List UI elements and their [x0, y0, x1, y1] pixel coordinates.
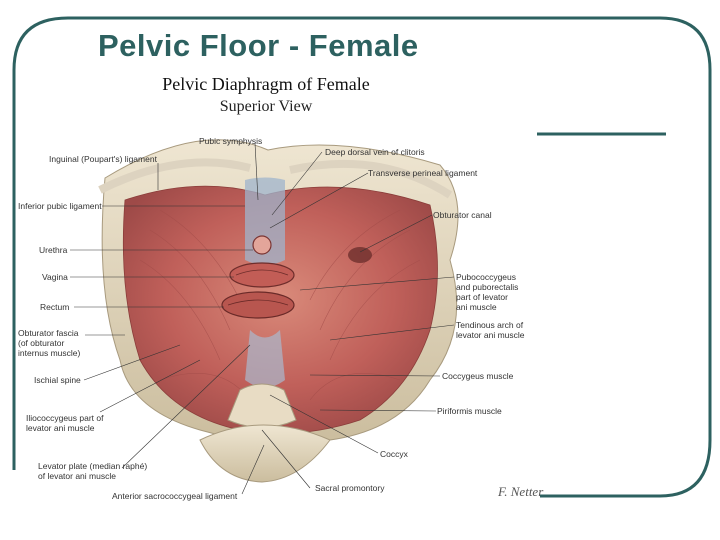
label-obturator-fascia: Obturator fascia (of obturator internus …	[18, 328, 81, 358]
label-pubococcygeus: Pubococcygeus and puborectalis part of l…	[456, 272, 519, 312]
obturator-canal	[348, 247, 372, 263]
label-urethra: Urethra	[39, 245, 68, 255]
label-tendinous-arch: Tendinous arch of levator ani muscle	[456, 320, 525, 340]
sacral-promontory	[199, 424, 331, 483]
label-iliococcygeus: Iliococcygeus part of levator ani muscle	[26, 413, 104, 433]
inguinal-ligament-band	[98, 158, 251, 194]
label-vagina: Vagina	[42, 272, 68, 282]
label-pubic-symphysis: Pubic symphysis	[199, 136, 263, 146]
label-levator-plate: Levator plate (median raphé) of levator …	[38, 461, 148, 481]
label-sacral-promontory: Sacral promontory	[315, 483, 385, 493]
coccyx	[227, 383, 297, 428]
label-inguinal-ligament: Inguinal (Poupart's) ligament	[49, 154, 157, 164]
slide-title: Pelvic Floor - Female	[98, 28, 419, 63]
label-transverse-perineal: Transverse perineal ligament	[368, 168, 478, 178]
label-obturator-canal: Obturator canal	[433, 210, 492, 220]
raphe-fascia	[245, 330, 285, 388]
label-inferior-pubic: Inferior pubic ligament	[18, 201, 102, 211]
urethra	[252, 235, 272, 255]
label-coccygeus: Coccygeus muscle	[442, 371, 514, 381]
label-rectum: Rectum	[40, 302, 70, 312]
figure-subtitle: Superior View	[219, 98, 313, 115]
figure-title: Pelvic Diaphragm of Female	[162, 74, 370, 94]
leader-lines	[70, 142, 455, 495]
label-piriformis: Piriformis muscle	[437, 406, 502, 416]
netter-signature: F. Netter	[498, 484, 544, 499]
label-anterior-sacrococcygeal: Anterior sacrococcygeal ligament	[112, 491, 238, 501]
label-ischial-spine: Ischial spine	[34, 375, 81, 385]
rectum	[221, 291, 295, 319]
vagina	[229, 262, 295, 288]
label-coccyx: Coccyx	[380, 449, 408, 459]
label-deep-dorsal-vein: Deep dorsal vein of clitoris	[325, 147, 425, 157]
